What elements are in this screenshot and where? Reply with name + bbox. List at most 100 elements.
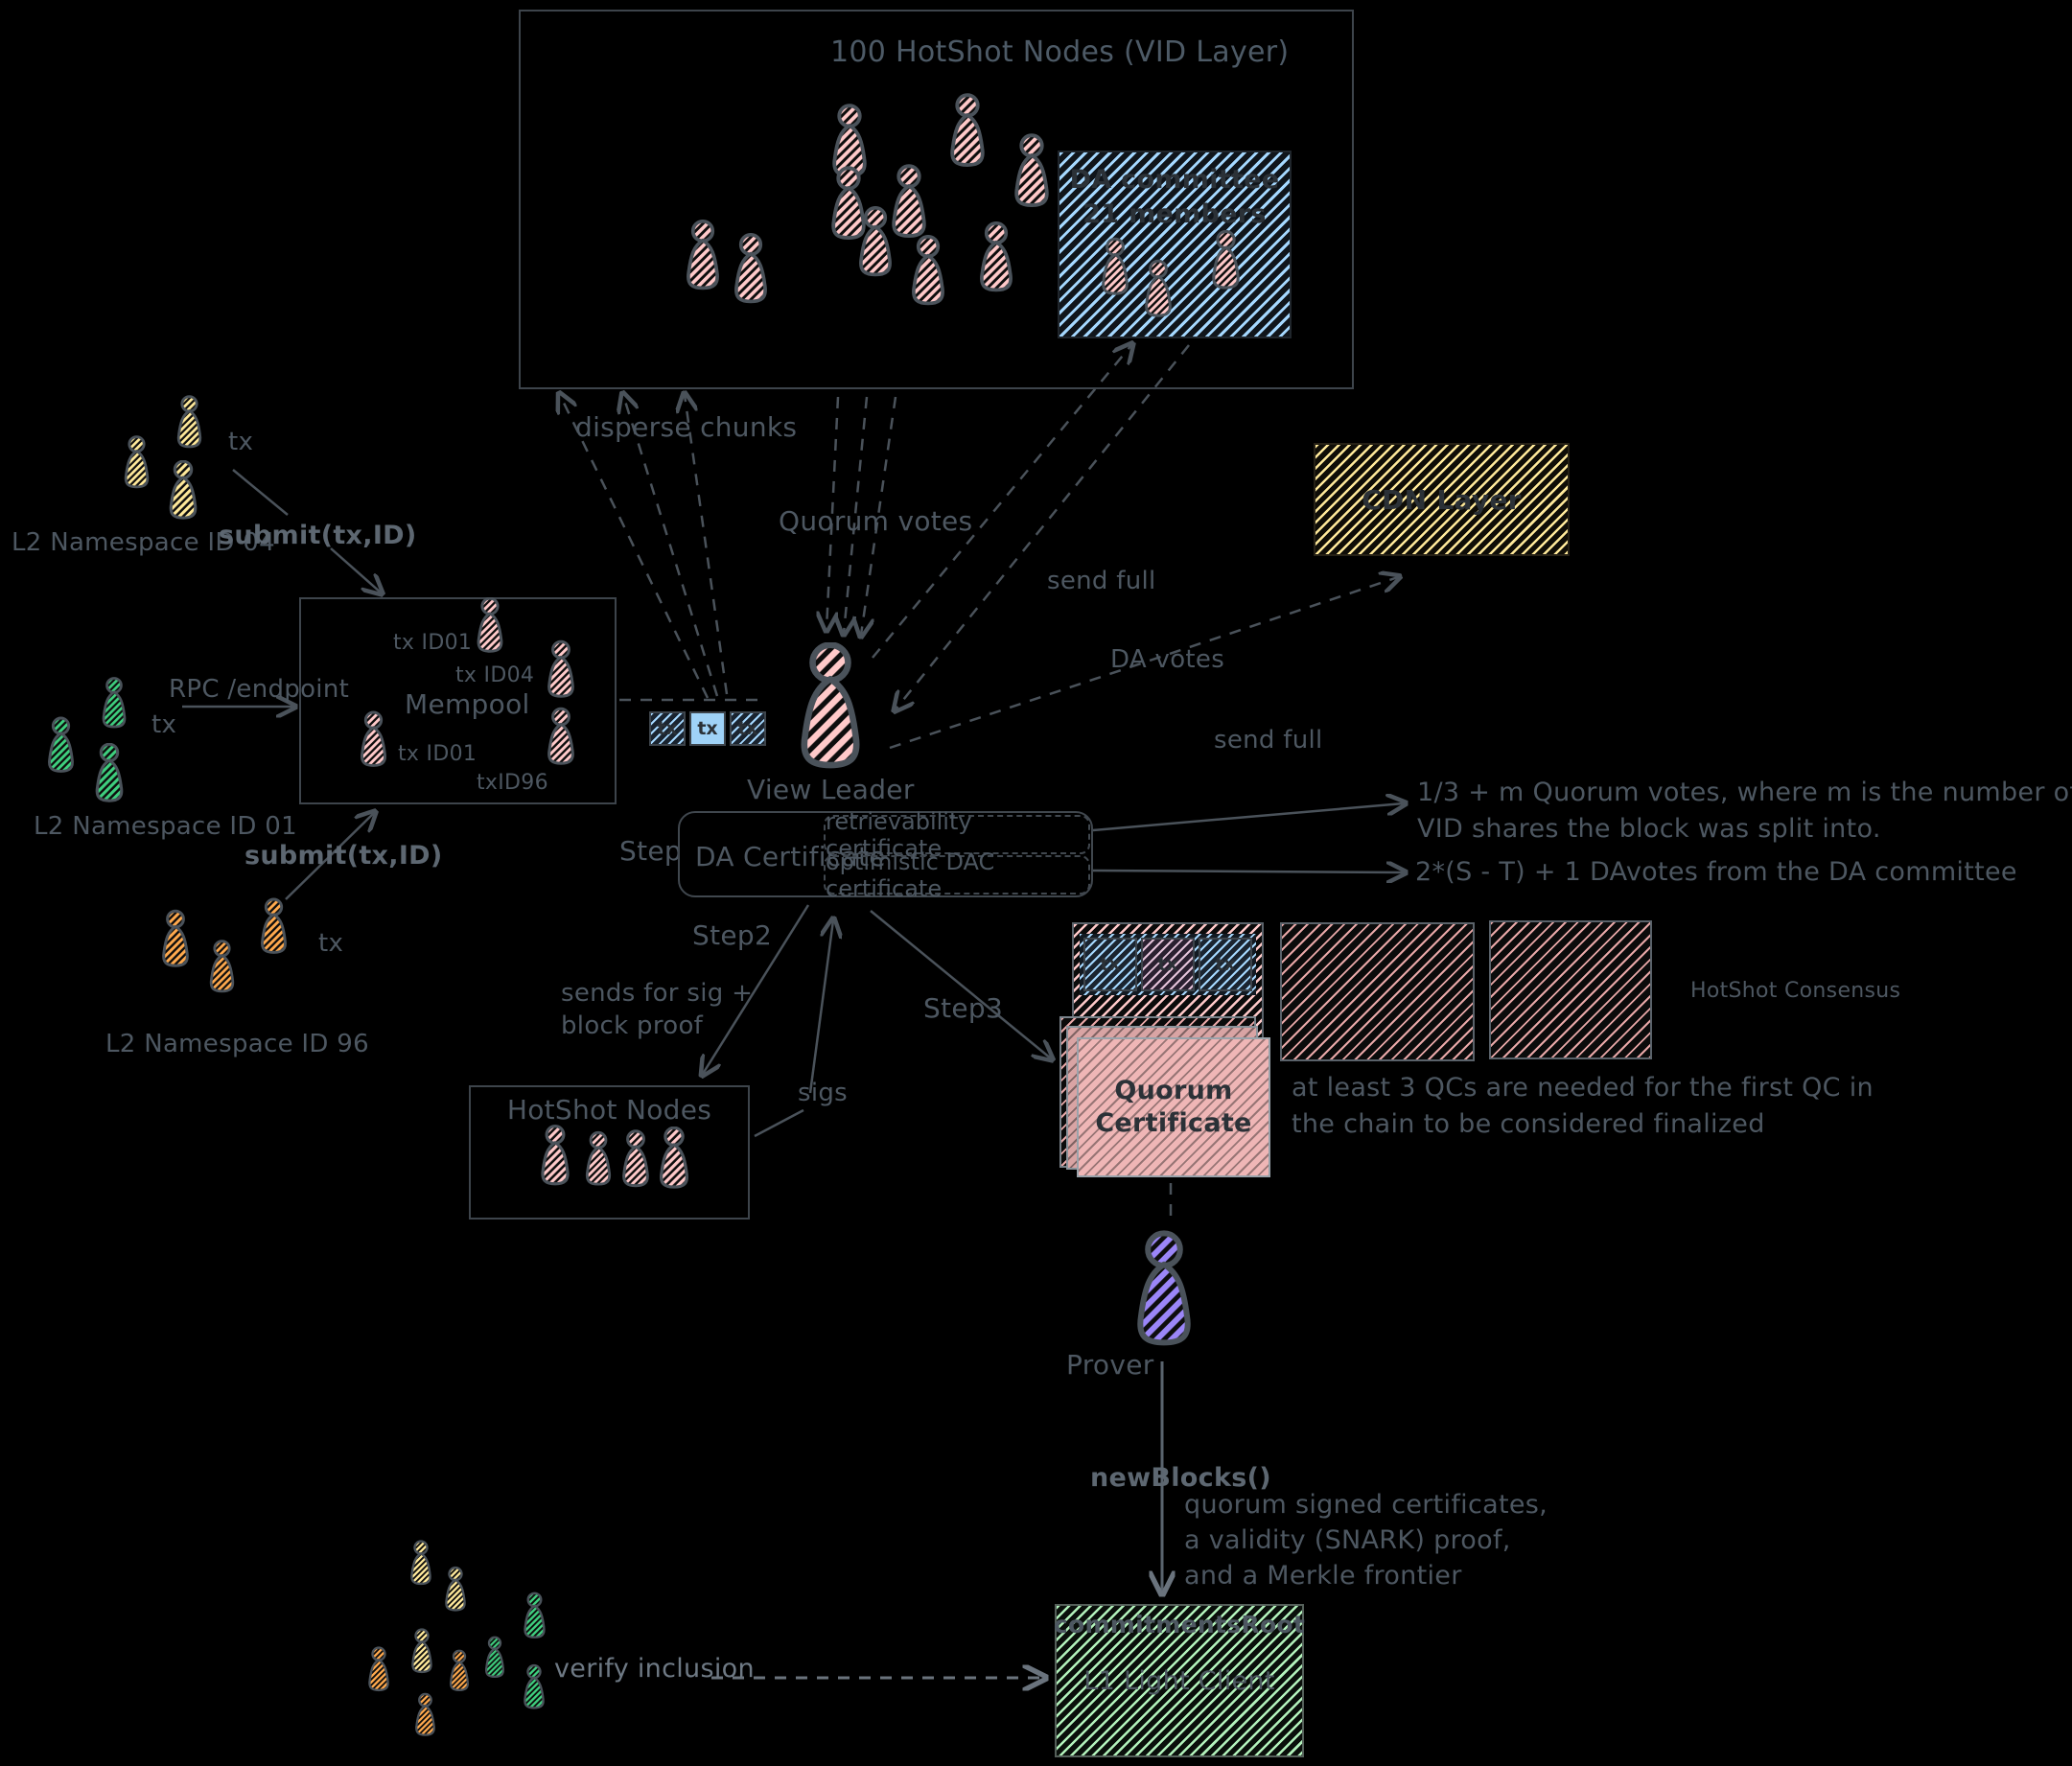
mempool-tx-figure	[547, 639, 574, 698]
quorum-certificate-line2: Certificate	[1095, 1108, 1252, 1138]
namespace01-user-figure	[48, 716, 74, 773]
mempool-entry: tx ID01	[398, 742, 477, 766]
vid-node-figure	[734, 233, 767, 304]
da-committee-member-figure	[1212, 230, 1240, 290]
namespace04-user-figure	[124, 435, 150, 489]
hotshot-node-figure	[541, 1125, 570, 1186]
hotshot-consensus-label: HotShot Consensus	[1690, 979, 1901, 1003]
mempool-entry: tx ID01	[393, 631, 473, 655]
step3-label: Step3	[923, 992, 1004, 1024]
ns96-label: L2 Namespace ID 96	[105, 1030, 369, 1058]
view-leader-label: View Leader	[747, 774, 915, 805]
vid-node-figure	[1014, 133, 1049, 207]
payload-line3: and a Merkle frontier	[1184, 1561, 1462, 1591]
da-committee-member-figure	[1145, 259, 1172, 317]
namespace96-user-figure	[209, 940, 235, 993]
hotshot-nodes-box: HotShot Nodes	[469, 1085, 750, 1220]
da-votes-note: 2*(S - T) + 1 DAvotes from the DA commit…	[1415, 857, 2017, 887]
cdn-layer-box: CDN Layer	[1314, 443, 1570, 556]
quorum-votes-note-line2: VID shares the block was split into.	[1417, 814, 1881, 844]
tx-cell: tx	[689, 711, 726, 746]
namespace96-user-figure	[261, 897, 287, 954]
light-client-box: commitmentsRoot L1 Light Client	[1054, 1604, 1305, 1757]
disperse-chunks-label: disperse chunks	[575, 411, 798, 443]
hotshot-node-figure	[659, 1127, 689, 1189]
da-committee-member-figure	[1102, 237, 1129, 295]
quorum-votes-note-line1: 1/3 + m Quorum votes, where m is the num…	[1417, 778, 2072, 807]
newblocks-call-label: newBlocks()	[1090, 1463, 1271, 1493]
l2-user-figure	[524, 1592, 546, 1638]
vid-node-figure	[950, 93, 985, 167]
qc-note-line1: at least 3 QCs are needed for the first …	[1292, 1073, 1874, 1103]
ns04-tx-label: tx	[228, 428, 254, 456]
payload-line1: quorum signed certificates,	[1184, 1490, 1548, 1520]
da-certificate-box: DA Certificate retrievability certificat…	[678, 808, 1093, 902]
da-committee-title: DA committee	[1069, 165, 1280, 195]
namespace96-user-figure	[162, 909, 189, 967]
hotshot-node-figure	[622, 1129, 649, 1188]
sigs-label: sigs	[798, 1079, 849, 1107]
da-committee-box: DA committee 21 members	[1058, 151, 1292, 338]
send-full-label: send full	[1214, 726, 1323, 755]
da-committee-subtitle: 21 members	[1083, 199, 1267, 229]
hotshot-node-figure	[585, 1130, 612, 1186]
payload-line2: a validity (SNARK) proof,	[1184, 1525, 1511, 1555]
tx-cell: tx	[649, 711, 686, 746]
qc-note-line2: the chain to be considered finalized	[1292, 1109, 1765, 1139]
l2-user-figure	[449, 1649, 470, 1691]
ns01-rpc-label: RPC /endpoint	[169, 675, 350, 704]
ns04-submit-label: submit(tx,ID)	[219, 521, 417, 550]
tx-cell: tx	[1141, 938, 1195, 991]
l2-user-figure	[445, 1566, 466, 1612]
namespace01-user-figure	[102, 677, 127, 729]
step2-label: Step2	[692, 919, 773, 951]
mempool-box: tx ID01 tx ID04 Mempool tx ID01 txID96	[299, 597, 617, 804]
vid-layer-box	[519, 10, 1354, 389]
tx-cell: tx	[730, 711, 766, 746]
l2-user-figure	[524, 1663, 545, 1709]
block-tx-strip: tx tx tx	[1080, 934, 1256, 995]
view-leader-figure	[792, 642, 869, 769]
l2-user-figure	[368, 1646, 389, 1692]
l2-user-figure	[415, 1692, 435, 1736]
l2-user-figure	[411, 1628, 432, 1674]
verify-inclusion-label: verify inclusion	[554, 1654, 755, 1684]
l2-user-figure	[484, 1636, 505, 1678]
mempool-tx-figure	[547, 707, 574, 765]
tx-cell: tx	[1199, 938, 1252, 991]
tx-cell: tx	[1083, 938, 1137, 991]
mempool-entry: tx ID04	[455, 663, 535, 687]
sends-for-sig-label-line2: block proof	[561, 1011, 704, 1040]
send-full-label: send full	[1047, 567, 1156, 595]
sends-for-sig-label-line1: sends for sig +	[561, 979, 754, 1008]
ns01-submit-label: submit(tx,ID)	[244, 841, 443, 871]
ns01-label: L2 Namespace ID 01	[34, 812, 297, 841]
vid-node-figure	[687, 220, 719, 290]
mempool-tx-figure	[477, 597, 503, 653]
ns04-label: L2 Namespace ID 04	[12, 528, 275, 557]
namespace04-user-figure	[169, 460, 198, 520]
vid-node-figure	[912, 235, 944, 306]
vid-node-figure	[859, 206, 892, 277]
consensus-block-2	[1280, 922, 1475, 1061]
consensus-block-3	[1489, 920, 1652, 1059]
vid-node-figure	[980, 221, 1013, 292]
mempool-title: Mempool	[405, 688, 530, 720]
prover-figure	[1129, 1230, 1199, 1347]
l2-user-figure	[410, 1540, 431, 1586]
light-client-title: L1 Light Client	[1083, 1666, 1275, 1696]
quorum-certificate-front: Quorum Certificate	[1077, 1037, 1270, 1177]
ns01-tx-label: tx	[151, 710, 177, 739]
hotshot-nodes-title: HotShot Nodes	[506, 1094, 712, 1126]
ns96-tx-label: tx	[318, 929, 344, 958]
prover-label: Prover	[1066, 1349, 1154, 1381]
namespace01-user-figure	[95, 743, 124, 802]
quorum-certificate-line1: Quorum	[1114, 1076, 1233, 1106]
da-votes-label: DA votes	[1110, 645, 1225, 674]
optimistic-dac-certificate-option: optimistic DAC certificate	[824, 848, 1090, 902]
quorum-votes-label: Quorum votes	[779, 505, 973, 537]
mempool-tx-figure	[361, 710, 386, 767]
leader-block-strip: tx tx tx	[645, 708, 770, 750]
